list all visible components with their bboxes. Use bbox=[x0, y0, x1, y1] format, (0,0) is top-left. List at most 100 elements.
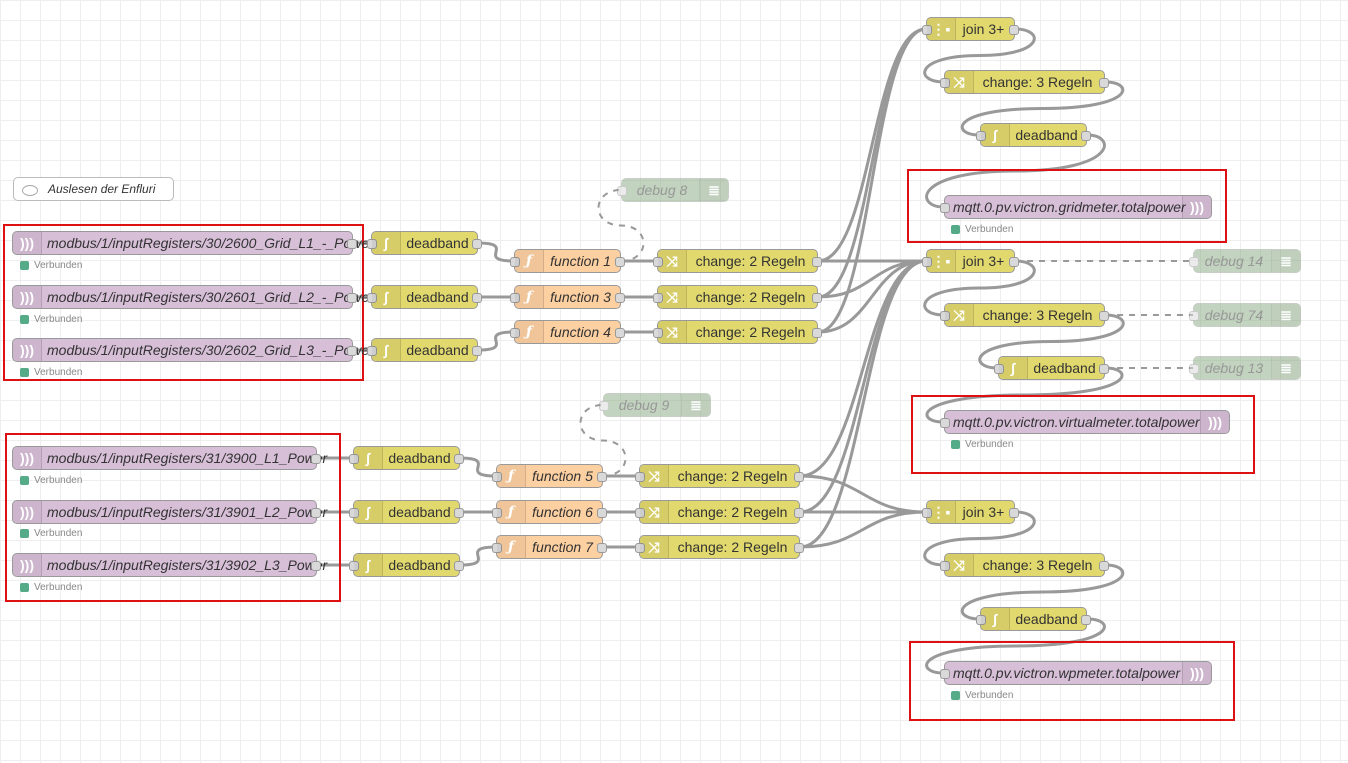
input-port[interactable] bbox=[922, 508, 932, 518]
change-node[interactable]: ⤨ change: 3 Regeln bbox=[940, 70, 1109, 94]
output-port[interactable] bbox=[1099, 78, 1109, 88]
deadband-node[interactable]: ∫ deadband bbox=[349, 553, 464, 577]
input-port[interactable] bbox=[635, 543, 645, 553]
deadband-node[interactable]: ∫ deadband bbox=[349, 446, 464, 470]
input-port[interactable] bbox=[492, 508, 502, 518]
output-port[interactable] bbox=[1099, 364, 1109, 374]
input-port[interactable] bbox=[635, 508, 645, 518]
deadband-node[interactable]: ∫ deadband bbox=[976, 123, 1091, 147]
deadband-node[interactable]: ∫ deadband bbox=[367, 231, 482, 255]
input-port[interactable] bbox=[599, 401, 609, 411]
output-port[interactable] bbox=[615, 293, 625, 303]
output-port[interactable] bbox=[347, 293, 357, 303]
output-port[interactable] bbox=[597, 543, 607, 553]
input-port[interactable] bbox=[976, 615, 986, 625]
change-node[interactable]: ⤨ change: 2 Regeln bbox=[653, 249, 822, 273]
output-port[interactable] bbox=[454, 508, 464, 518]
output-port[interactable] bbox=[1081, 131, 1091, 141]
output-port[interactable] bbox=[1099, 561, 1109, 571]
input-port[interactable] bbox=[1189, 257, 1199, 267]
modbus-node-2601[interactable]: ))) modbus/1/inputRegisters/30/2601_Grid… bbox=[12, 285, 374, 309]
change-node[interactable]: ⤨ change: 3 Regeln bbox=[940, 303, 1109, 327]
output-port[interactable] bbox=[1009, 508, 1019, 518]
input-port[interactable] bbox=[1189, 311, 1199, 321]
output-port[interactable] bbox=[454, 454, 464, 464]
debug-node-14[interactable]: debug 14 ≣ bbox=[1189, 249, 1301, 273]
function-node[interactable]: ƒ function 5 bbox=[492, 464, 607, 488]
output-port[interactable] bbox=[1009, 25, 1019, 35]
change-node[interactable]: ⤨ change: 2 Regeln bbox=[653, 320, 822, 344]
input-port[interactable] bbox=[367, 293, 377, 303]
input-port[interactable] bbox=[940, 561, 950, 571]
deadband-node[interactable]: ∫ deadband bbox=[367, 285, 482, 309]
modbus-node-2600[interactable]: ))) modbus/1/inputRegisters/30/2600_Grid… bbox=[12, 231, 374, 255]
join-node[interactable]: ⋮▪ join 3+ bbox=[922, 500, 1019, 524]
input-port[interactable] bbox=[492, 543, 502, 553]
debug-node-13[interactable]: debug 13 ≣ bbox=[1189, 356, 1301, 380]
input-port[interactable] bbox=[653, 328, 663, 338]
output-port[interactable] bbox=[1099, 311, 1109, 321]
input-port[interactable] bbox=[922, 257, 932, 267]
input-port[interactable] bbox=[994, 364, 1004, 374]
change-node[interactable]: ⤨ change: 3 Regeln bbox=[940, 553, 1109, 577]
input-port[interactable] bbox=[940, 418, 950, 428]
input-port[interactable] bbox=[1189, 364, 1199, 374]
debug-node-74[interactable]: debug 74 ≣ bbox=[1189, 303, 1301, 327]
join-node[interactable]: ⋮▪ join 3+ bbox=[922, 17, 1019, 41]
output-port[interactable] bbox=[794, 508, 804, 518]
change-node[interactable]: ⤨ change: 2 Regeln bbox=[635, 464, 804, 488]
function-node[interactable]: ƒ function 3 bbox=[510, 285, 625, 309]
output-port[interactable] bbox=[472, 346, 482, 356]
function-node[interactable]: ƒ function 7 bbox=[492, 535, 607, 559]
input-port[interactable] bbox=[940, 203, 950, 213]
input-port[interactable] bbox=[367, 239, 377, 249]
output-port[interactable] bbox=[1081, 615, 1091, 625]
modbus-node-2602[interactable]: ))) modbus/1/inputRegisters/30/2602_Grid… bbox=[12, 338, 374, 362]
mqtt-out-node-wpmeter[interactable]: mqtt.0.pv.victron.wpmeter.totalpower ))) bbox=[940, 661, 1212, 685]
output-port[interactable] bbox=[454, 561, 464, 571]
input-port[interactable] bbox=[510, 257, 520, 267]
output-port[interactable] bbox=[311, 454, 321, 464]
output-port[interactable] bbox=[597, 472, 607, 482]
output-port[interactable] bbox=[311, 508, 321, 518]
comment-node[interactable]: Auslesen der Enfluri bbox=[13, 177, 174, 201]
output-port[interactable] bbox=[615, 257, 625, 267]
modbus-node-3902[interactable]: ))) modbus/1/inputRegisters/31/3902_L3_P… bbox=[12, 553, 327, 577]
input-port[interactable] bbox=[492, 472, 502, 482]
deadband-node[interactable]: ∫ deadband bbox=[349, 500, 464, 524]
deadband-node[interactable]: ∫ deadband bbox=[994, 356, 1109, 380]
deadband-node[interactable]: ∫ deadband bbox=[976, 607, 1091, 631]
input-port[interactable] bbox=[940, 78, 950, 88]
debug-node-8[interactable]: debug 8 ≣ bbox=[617, 178, 729, 202]
output-port[interactable] bbox=[1009, 257, 1019, 267]
output-port[interactable] bbox=[794, 543, 804, 553]
output-port[interactable] bbox=[472, 293, 482, 303]
input-port[interactable] bbox=[635, 472, 645, 482]
change-node[interactable]: ⤨ change: 2 Regeln bbox=[635, 535, 804, 559]
mqtt-out-node-virtualmeter[interactable]: mqtt.0.pv.victron.virtualmeter.totalpowe… bbox=[940, 410, 1230, 434]
output-port[interactable] bbox=[597, 508, 607, 518]
input-port[interactable] bbox=[510, 328, 520, 338]
output-port[interactable] bbox=[812, 257, 822, 267]
input-port[interactable] bbox=[940, 669, 950, 679]
input-port[interactable] bbox=[976, 131, 986, 141]
function-node[interactable]: ƒ function 1 bbox=[510, 249, 625, 273]
input-port[interactable] bbox=[349, 508, 359, 518]
change-node[interactable]: ⤨ change: 2 Regeln bbox=[653, 285, 822, 309]
output-port[interactable] bbox=[794, 472, 804, 482]
join-node[interactable]: ⋮▪ join 3+ bbox=[922, 249, 1019, 273]
input-port[interactable] bbox=[349, 454, 359, 464]
output-port[interactable] bbox=[812, 328, 822, 338]
input-port[interactable] bbox=[510, 293, 520, 303]
output-port[interactable] bbox=[472, 239, 482, 249]
deadband-node[interactable]: ∫ deadband bbox=[367, 338, 482, 362]
debug-node-9[interactable]: debug 9 ≣ bbox=[599, 393, 711, 417]
function-node[interactable]: ƒ function 4 bbox=[510, 320, 625, 344]
input-port[interactable] bbox=[922, 25, 932, 35]
change-node[interactable]: ⤨ change: 2 Regeln bbox=[635, 500, 804, 524]
input-port[interactable] bbox=[367, 346, 377, 356]
input-port[interactable] bbox=[349, 561, 359, 571]
output-port[interactable] bbox=[615, 328, 625, 338]
output-port[interactable] bbox=[311, 561, 321, 571]
function-node[interactable]: ƒ function 6 bbox=[492, 500, 607, 524]
